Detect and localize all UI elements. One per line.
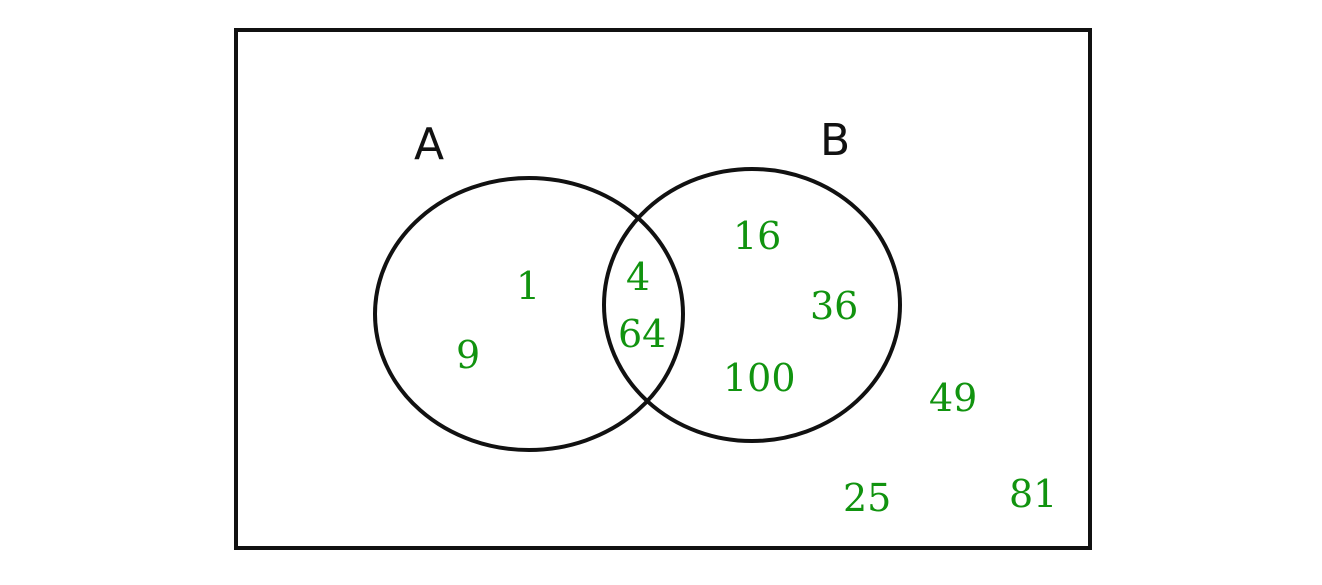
element-b-only: 16: [733, 214, 781, 258]
element-a-only: 9: [456, 333, 480, 377]
element-outside: 49: [929, 376, 977, 420]
universal-set-rectangle: [234, 28, 1092, 550]
element-intersection: 4: [626, 255, 650, 299]
set-a-label: A: [414, 119, 444, 170]
set-a-circle: [373, 176, 685, 452]
set-b-label: B: [820, 115, 850, 166]
element-outside: 81: [1009, 472, 1057, 516]
element-b-only: 36: [810, 284, 858, 328]
element-b-only: 100: [723, 356, 796, 400]
set-b-circle: [602, 167, 902, 443]
element-outside: 25: [843, 476, 891, 520]
element-a-only: 1: [516, 264, 540, 308]
element-intersection: 64: [618, 312, 666, 356]
